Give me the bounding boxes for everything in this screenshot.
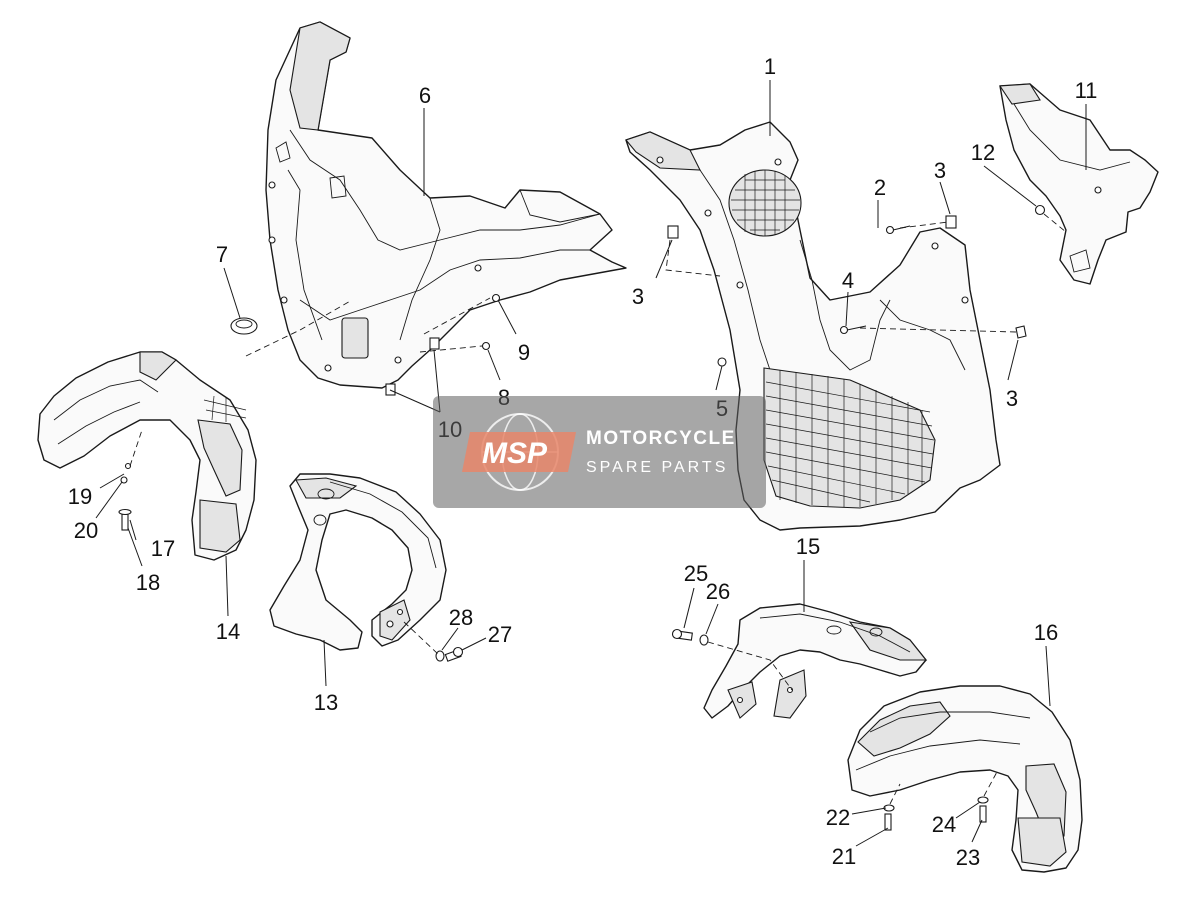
callout-22: 22 — [826, 805, 850, 830]
callout-6: 6 — [419, 83, 431, 108]
callout-26: 26 — [706, 579, 730, 604]
part-15-side-bracket-right — [703, 603, 928, 719]
callout-16: 16 — [1034, 620, 1058, 645]
callout-9: 9 — [518, 340, 530, 365]
hardware-3-clip-top — [945, 215, 957, 229]
hardware-7-plug — [230, 317, 258, 335]
hardware-10-clip — [385, 337, 440, 396]
leader-lines — [95, 80, 1087, 847]
callout-25: 25 — [684, 561, 708, 586]
callout-12: 12 — [971, 140, 995, 165]
callout-15: 15 — [796, 534, 820, 559]
part-16-fender-right — [847, 685, 1083, 873]
callout-24: 24 — [932, 812, 956, 837]
callout-20: 20 — [74, 518, 98, 543]
callout-19: 19 — [68, 484, 92, 509]
callout-2: 2 — [874, 175, 886, 200]
hardware-fender-left-fasteners — [118, 462, 132, 531]
part-11-bracket — [999, 83, 1159, 285]
callout-27: 27 — [488, 622, 512, 647]
hardware-8-screw — [481, 341, 491, 351]
hardware-28-washer — [435, 650, 445, 662]
watermark-line2: SPARE PARTS — [586, 459, 728, 476]
callout-3-right: 3 — [1006, 386, 1018, 411]
part-6-inner-shield — [265, 21, 627, 389]
hardware-3-clip-right — [1015, 325, 1027, 339]
hardware-27-bolt — [444, 646, 464, 662]
callout-17: 17 — [151, 536, 175, 561]
hardware-3-clip-left — [667, 225, 679, 239]
callout-28: 28 — [449, 605, 473, 630]
part-13-side-bracket-left — [269, 473, 447, 651]
callout-4: 4 — [842, 268, 854, 293]
callout-3-left: 3 — [632, 284, 644, 309]
watermark-logo-text: MSP — [482, 437, 548, 470]
watermark-logo-badge — [462, 432, 576, 472]
hardware-12-screw — [1034, 204, 1046, 216]
hardware-5-nut — [717, 357, 727, 367]
watermark-line1: MOTORCYCLE — [586, 428, 736, 449]
hardware-2-screw — [885, 225, 911, 235]
hardware-26-washer — [699, 634, 709, 646]
callout-3-top: 3 — [934, 158, 946, 183]
watermark-panel — [433, 396, 766, 508]
callout-1: 1 — [764, 54, 776, 79]
callout-18: 18 — [136, 570, 160, 595]
hardware-fender-right-fasteners — [883, 796, 989, 831]
callout-23: 23 — [956, 845, 980, 870]
callout-labels: 1 2 3 3 3 4 5 6 7 8 9 10 11 12 13 14 15 … — [68, 54, 1098, 870]
callout-21: 21 — [832, 844, 856, 869]
watermark: MSP MOTORCYCLE SPARE PARTS — [433, 396, 766, 508]
hardware-9-screw — [491, 293, 501, 303]
callout-7: 7 — [216, 242, 228, 267]
part-14-fender-left — [37, 351, 257, 561]
hardware-4-screw — [839, 325, 867, 335]
hardware-25-bolt — [671, 628, 693, 641]
part-1-front-shield — [625, 121, 1001, 531]
callout-13: 13 — [314, 690, 338, 715]
callout-14: 14 — [216, 619, 240, 644]
callout-11: 11 — [1075, 78, 1098, 103]
